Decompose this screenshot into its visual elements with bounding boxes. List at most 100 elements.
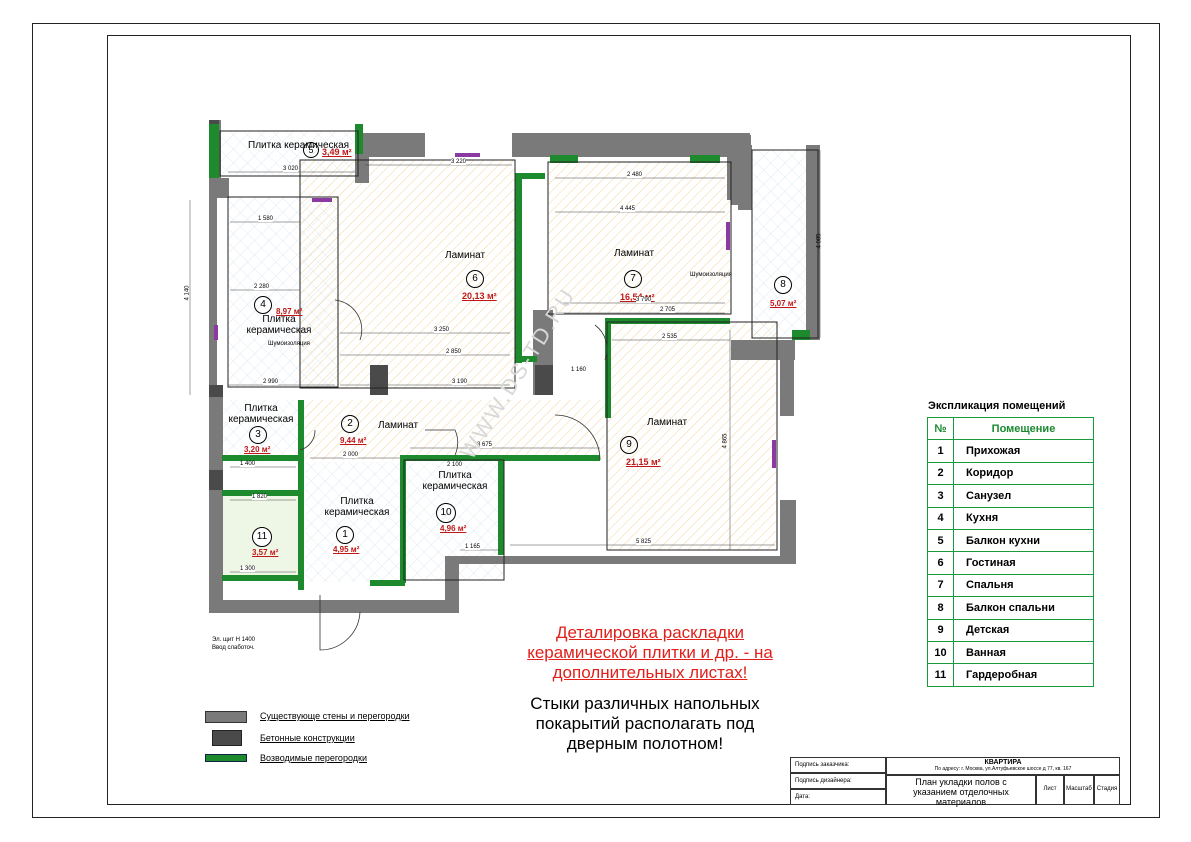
room-6-number: 6 <box>466 270 484 288</box>
dim-label: 3 250 <box>434 327 450 333</box>
explication-row-num: 7 <box>927 573 954 598</box>
tb-date: Дата: <box>790 789 886 805</box>
room-4-number: 4 <box>254 296 272 314</box>
room-3-material: Плитка керамическая <box>228 403 294 425</box>
explication-row-room: Гардеробная <box>953 663 1094 687</box>
explication-row-num: 2 <box>927 461 954 486</box>
dim-label: 3 790 <box>636 297 652 303</box>
explication-row-room: Ванная <box>953 640 1094 665</box>
dim-label: 2 535 <box>662 334 678 340</box>
room-6-material: Ламинат <box>445 250 486 261</box>
low-current-label: Ввод слаботоч. <box>212 645 255 651</box>
room-1-material: Плитка керамическая <box>324 496 390 518</box>
room-10-number: 10 <box>436 503 456 523</box>
room-7-number: 7 <box>624 270 642 288</box>
explication-row-room: Спальня <box>953 573 1094 598</box>
explication-row-room: Коридор <box>953 461 1094 486</box>
tb-customer-label: Подпись заказчика: <box>795 762 850 768</box>
dim-label: 3 020 <box>283 166 299 172</box>
room-4-material: Плитка керамическая <box>246 314 312 336</box>
radiators <box>214 153 776 468</box>
legend-label-existing: Существующе стены и перегородки <box>260 711 410 721</box>
room-9-number: 9 <box>620 436 638 454</box>
explication-title: Экспликация помещений <box>928 400 1066 412</box>
explication-row-num: 10 <box>927 640 954 665</box>
room-8-area: 5,07 м² <box>770 299 797 308</box>
room-5-area: 3,49 м² <box>322 147 352 157</box>
dim-label: 2 480 <box>627 172 643 178</box>
explication-row-room: Кухня <box>953 506 1094 530</box>
tb-designer: Подпись дизайнера: <box>790 773 886 789</box>
dim-label: 2 100 <box>447 462 463 468</box>
dim-label: 1 165 <box>465 544 481 550</box>
tb-sheet-title: План укладки полов с указанием отделочны… <box>886 775 1036 807</box>
dim-label: 4 865 <box>722 433 729 449</box>
dim-label: 2 000 <box>343 452 359 458</box>
tb-object: КВАРТИРА По адресу: г. Москва, ул.Алтуфь… <box>886 757 1120 775</box>
room-7-material: Ламинат <box>614 248 655 259</box>
explication-row-num: 4 <box>927 506 954 530</box>
tb-scale: Масштаб <box>1064 775 1094 805</box>
explication-header-room: Помещение <box>953 416 1094 441</box>
legend-swatch-existing <box>205 711 247 723</box>
explication-row-room: Прихожая <box>953 439 1094 463</box>
legend-label-new: Возводимые перегородки <box>260 753 367 763</box>
explication-row-num: 6 <box>927 551 954 575</box>
dim-label: 1 160 <box>571 367 587 373</box>
dim-label: 5 825 <box>636 539 652 545</box>
dim-label: 1 300 <box>240 566 256 572</box>
room-8-number: 8 <box>774 276 792 294</box>
room-5-number: 5 <box>303 142 319 158</box>
room-9-area: 21,15 м² <box>626 457 661 467</box>
tb-customer: Подпись заказчика: <box>790 757 886 773</box>
tb-date-label: Дата: <box>795 794 810 800</box>
room-11-area: 3,57 м² <box>252 548 279 557</box>
explication-row-num: 8 <box>927 596 954 620</box>
dim-label: 4 140 <box>184 285 191 301</box>
dim-label: 2 280 <box>254 284 270 290</box>
el-shield-note: Эл. щит Н 1400 Ввод слаботоч. <box>212 636 255 652</box>
explication-row-num: 3 <box>927 484 954 508</box>
explication-row-num: 1 <box>927 439 954 463</box>
tb-object-title: КВАРТИРА <box>984 759 1022 766</box>
room-4-area: 8,97 м² <box>276 307 303 316</box>
explication-header-num: № <box>927 416 954 441</box>
room-1-area: 4,95 м² <box>333 545 360 554</box>
floor-room-1 <box>305 462 400 582</box>
title-block: Подпись заказчика: Подпись дизайнера: Да… <box>790 757 1120 807</box>
room-7-soundproof: Шумоизоляция <box>690 272 732 278</box>
tb-sheet: Лист <box>1036 775 1064 805</box>
room-2-area: 9,44 м² <box>340 436 367 445</box>
room-4-soundproof: Шумоизоляция <box>268 341 310 347</box>
dim-label: 2 705 <box>660 307 676 313</box>
explication-row-room: Санузел <box>953 484 1094 508</box>
existing-walls <box>209 120 820 613</box>
dim-label: 1 400 <box>240 461 256 467</box>
dim-label: 3 220 <box>451 159 467 165</box>
explication-row-room: Гостиная <box>953 551 1094 575</box>
floor-room-7 <box>548 162 731 314</box>
concrete-structures <box>209 120 553 490</box>
explication-row-room: Балкон кухни <box>953 528 1094 553</box>
dim-label: 3 675 <box>477 442 493 448</box>
dim-label: 3 190 <box>452 379 468 385</box>
dim-label: 1 580 <box>258 216 274 222</box>
room-outlines <box>219 130 819 581</box>
new-partitions <box>209 124 810 590</box>
dim-label: 4 445 <box>620 206 636 212</box>
doors <box>299 299 608 651</box>
room-10-material: Плитка керамическая <box>422 470 488 492</box>
el-shield-label: Эл. щит Н 1400 <box>212 637 255 643</box>
legend-swatch-new <box>205 754 247 762</box>
room-3-number: 3 <box>249 426 267 444</box>
